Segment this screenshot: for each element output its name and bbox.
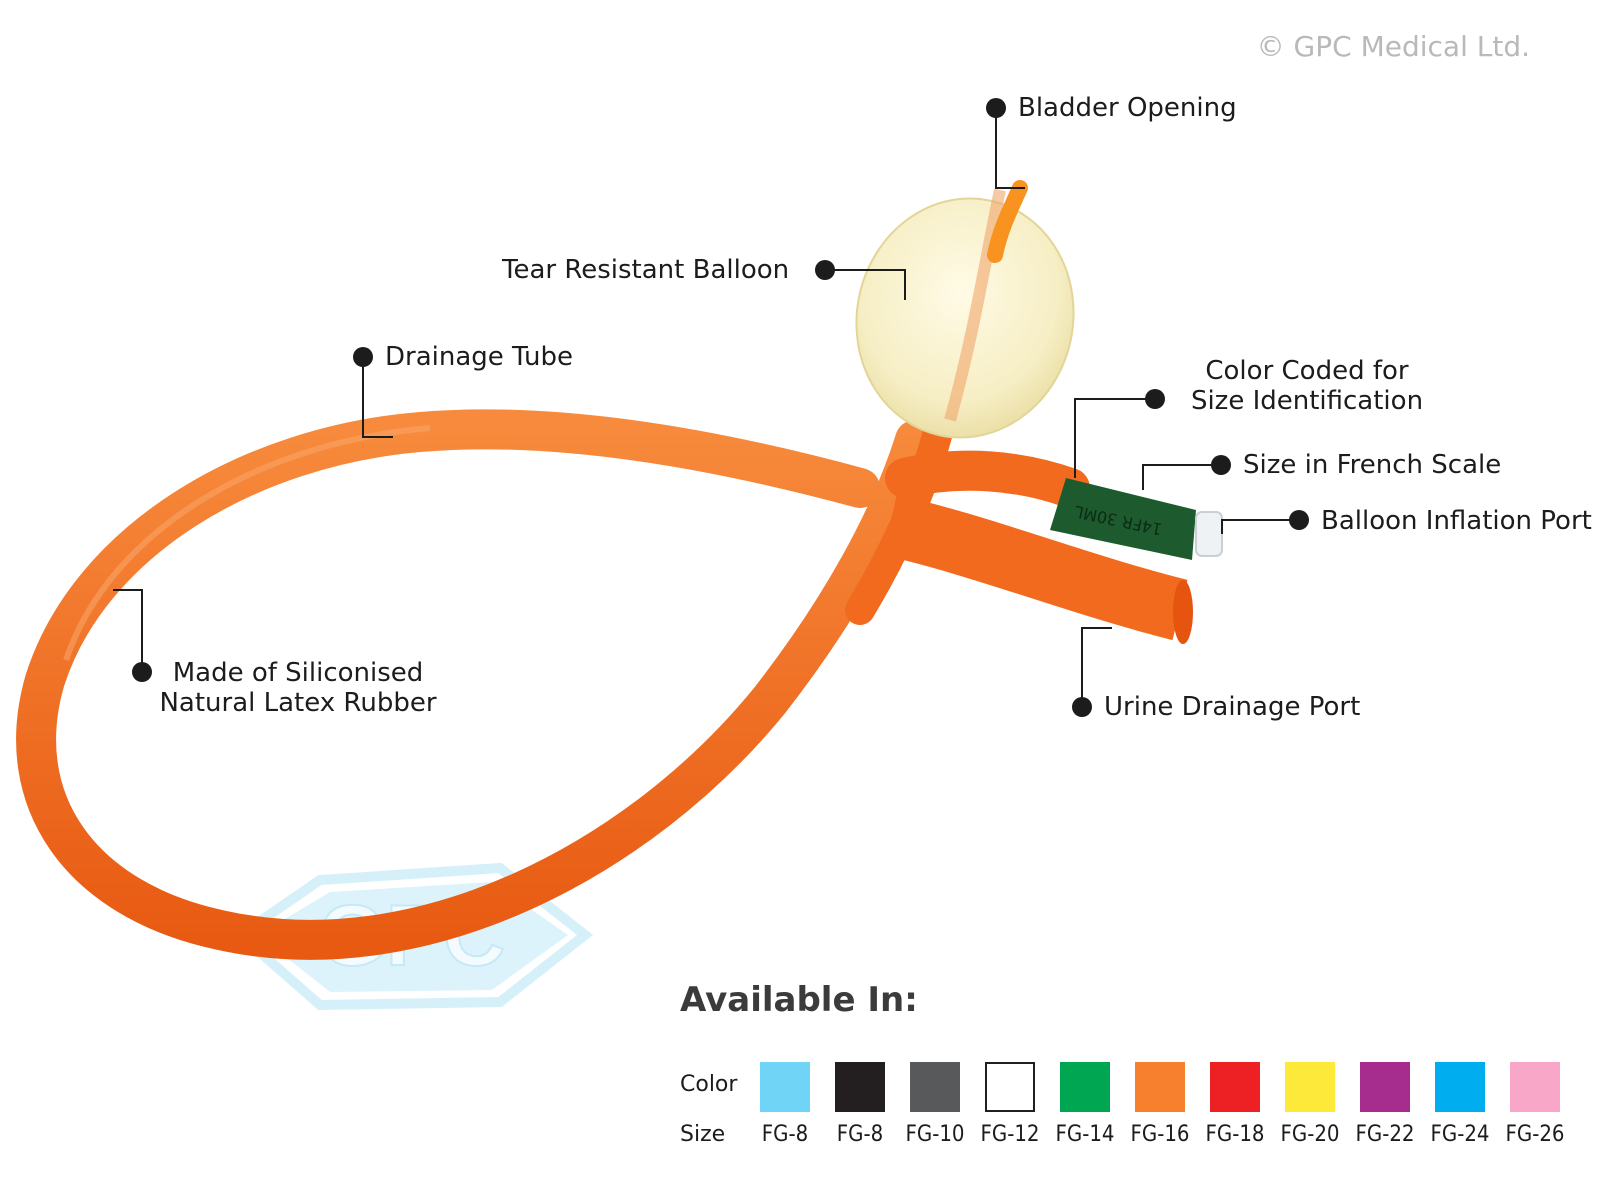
color-swatch [1135, 1062, 1185, 1112]
label-balloon-inflation-port: Balloon Inflation Port [1321, 506, 1592, 536]
size-label: FG-14 [1055, 1122, 1115, 1147]
color-swatch [1210, 1062, 1260, 1112]
drainage-tube-loop [16, 409, 935, 960]
color-swatch [1060, 1062, 1110, 1112]
label-material: Made of Siliconised Natural Latex Rubber [148, 658, 448, 718]
color-row-label: Color [680, 1072, 738, 1097]
size-label: FG-8 [761, 1122, 809, 1147]
color-swatch [1435, 1062, 1485, 1112]
label-material-line1: Made of Siliconised [172, 658, 424, 688]
color-swatch [985, 1062, 1035, 1112]
color-swatch [1510, 1062, 1560, 1112]
size-label: FG-12 [980, 1122, 1040, 1147]
leader-dots [132, 98, 1309, 717]
label-color-coded-line2: Size Identification [1190, 386, 1424, 416]
size-label: FG-18 [1205, 1122, 1265, 1147]
color-swatch [835, 1062, 885, 1112]
label-color-coded: Color Coded for Size Identification [1172, 356, 1442, 416]
urine-drainage-branch [883, 494, 1188, 641]
label-bladder-opening: Bladder Opening [1018, 93, 1237, 123]
available-title: Available In: [680, 980, 918, 1020]
size-label: FG-26 [1505, 1122, 1565, 1147]
balloon [855, 197, 1075, 439]
size-label: FG-20 [1280, 1122, 1340, 1147]
color-coded-sleeve [1050, 478, 1196, 560]
color-swatch [910, 1062, 960, 1112]
label-drainage-tube: Drainage Tube [385, 342, 573, 372]
color-swatch [1285, 1062, 1335, 1112]
color-swatch [1360, 1062, 1410, 1112]
label-urine-drainage-port: Urine Drainage Port [1104, 692, 1361, 722]
copyright-notice: © GPC Medical Ltd. [1256, 30, 1530, 63]
label-size-french-scale: Size in French Scale [1243, 450, 1502, 480]
label-tear-resistant-balloon: Tear Resistant Balloon [502, 255, 790, 285]
color-swatch [760, 1062, 810, 1112]
bladder-opening-tip [987, 180, 1028, 263]
label-color-coded-line1: Color Coded for [1205, 356, 1409, 386]
size-label: FG-22 [1355, 1122, 1415, 1147]
leader-lines [113, 108, 1299, 707]
inflation-arm [885, 450, 1090, 508]
inflation-valve [1195, 511, 1223, 557]
size-label: FG-24 [1430, 1122, 1490, 1147]
label-material-line2: Natural Latex Rubber [159, 688, 437, 718]
size-label: FG-8 [836, 1122, 884, 1147]
size-label: FG-10 [905, 1122, 965, 1147]
size-row-label: Size [680, 1122, 726, 1147]
size-label: FG-16 [1130, 1122, 1190, 1147]
